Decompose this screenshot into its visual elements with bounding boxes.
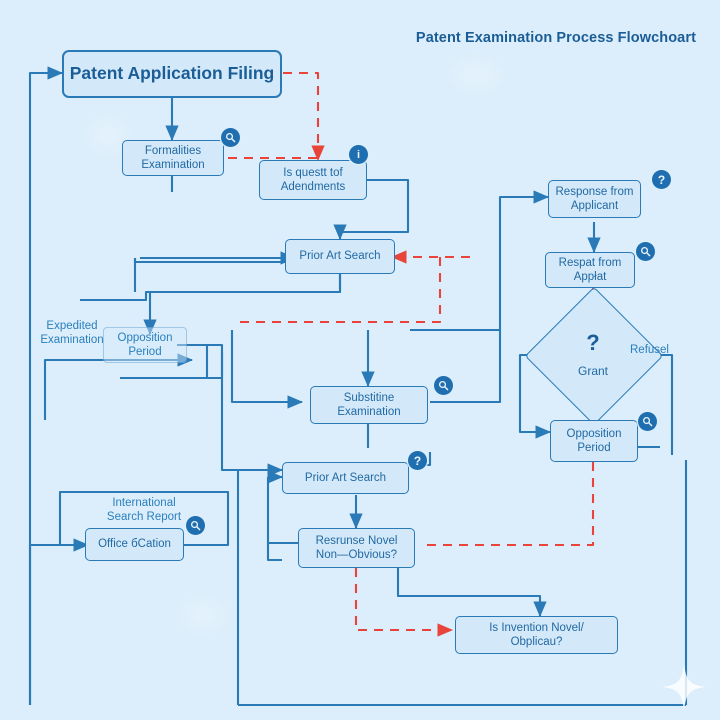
- node-patent-application-filing[interactable]: Patent Application Filing: [62, 50, 282, 98]
- node-label: Prior Art Search: [299, 250, 381, 263]
- node-label: Expedited Examination: [40, 319, 104, 346]
- node-opposition-period-left[interactable]: Opposition Period: [103, 327, 187, 363]
- node-response-from-applicant[interactable]: Response from Applicant: [548, 180, 641, 218]
- node-report-from-applicant[interactable]: Respat from Appłat: [545, 252, 635, 288]
- node-label: Patent Application Filing: [69, 63, 275, 84]
- background-blob: [88, 118, 128, 152]
- node-prior-art-search-1[interactable]: Prior Art Search: [285, 239, 395, 274]
- node-label: Respat from Appłat: [558, 256, 622, 283]
- node-label: Formalities Examination: [141, 144, 205, 171]
- search-icon[interactable]: [638, 412, 657, 431]
- question-icon-glyph: ?: [657, 172, 666, 187]
- label-international-search-report: International Search Report: [88, 493, 200, 527]
- background-blob: [450, 60, 502, 90]
- node-substantive-examination[interactable]: Substitine Examination: [310, 386, 428, 424]
- node-office-action[interactable]: Office бCation: [85, 528, 184, 561]
- node-formalities-examination[interactable]: Formalities Examination: [122, 140, 224, 176]
- node-label: Office бCation: [98, 538, 171, 551]
- info-icon-glyph: i: [356, 148, 361, 161]
- node-prior-art-search-2[interactable]: Prior Art Search: [282, 462, 409, 494]
- search-icon[interactable]: [434, 376, 453, 395]
- node-label: Is questt tof Adendments: [280, 166, 346, 193]
- node-label: Response from Applicant: [555, 185, 634, 212]
- search-icon[interactable]: [636, 242, 655, 261]
- question-icon[interactable]: ?: [652, 170, 671, 189]
- node-opposition-period-right[interactable]: Opposition Period: [550, 420, 638, 462]
- search-icon[interactable]: [221, 128, 240, 147]
- search-icon[interactable]: [186, 516, 205, 535]
- node-is-invention-novel[interactable]: Is Invention Novel/ Obplicau?: [455, 616, 618, 654]
- node-label: Opposition Period: [566, 427, 622, 454]
- node-label: Substitine Examination: [337, 391, 401, 418]
- question-icon[interactable]: ?: [408, 451, 427, 470]
- info-icon[interactable]: i: [349, 145, 368, 164]
- node-response-novel-non-obvious[interactable]: Resrunse Novel Non—Obvious?: [298, 528, 415, 568]
- question-icon-glyph: ?: [413, 453, 422, 468]
- node-label: Opposition Period: [117, 331, 173, 358]
- edge-label-refusal: Refusel: [630, 344, 669, 356]
- node-label: Resrunse Novel Non—Obvious?: [315, 534, 398, 561]
- node-is-request-of-amendments[interactable]: Is questt tof Adendments: [259, 160, 367, 200]
- node-label: Is Invention Novel/ Obplicau?: [489, 621, 584, 648]
- node-label: Prior Art Search: [304, 471, 387, 484]
- label-expedited-examination: Expedited Examination: [26, 316, 118, 350]
- page-title: Patent Examination Process Flowchoart: [415, 30, 696, 46]
- node-label: International Search Report: [106, 496, 182, 523]
- background-blob: [180, 600, 226, 630]
